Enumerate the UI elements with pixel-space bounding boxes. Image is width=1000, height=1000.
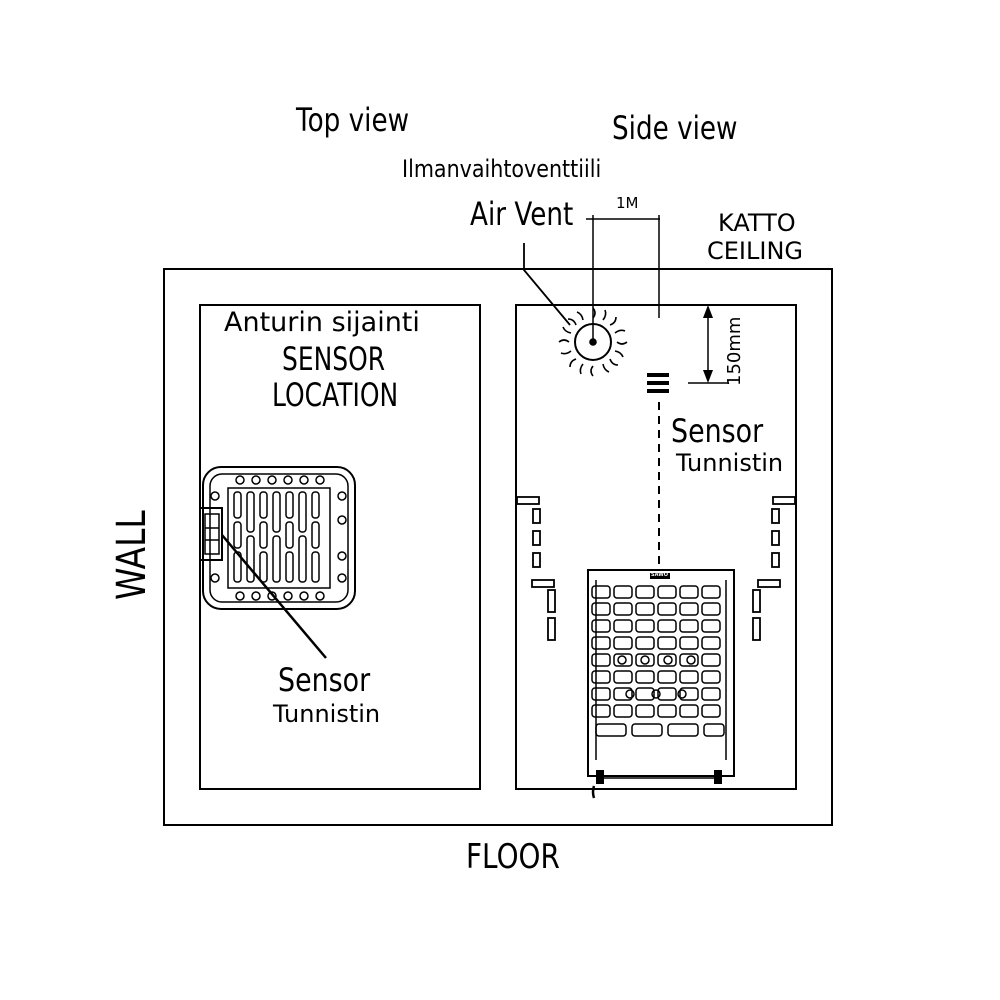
- sensor-location-en-label-1: SENSOR: [282, 340, 386, 378]
- air-vent-leader: [523, 243, 571, 326]
- air-vent-fi-label: Ilmanvaihtoventtiili: [402, 155, 602, 183]
- heater-top-view: [199, 466, 356, 610]
- dimension-1m-lines: [586, 215, 660, 342]
- sensor-top-en-label: Sensor: [278, 661, 371, 699]
- dimension-1m-label: 1M: [616, 194, 639, 212]
- heater-side-body: [587, 569, 735, 777]
- heater-side-view: [587, 569, 735, 799]
- air-vent-en-label: Air Vent: [470, 195, 574, 233]
- floor-label: FLOOR: [466, 837, 560, 877]
- top-view-title: Top view: [296, 101, 410, 139]
- sensor-location-en-label-2: LOCATION: [272, 376, 399, 414]
- heater-brand-label: SAWO: [651, 572, 669, 578]
- wall-brackets: [516, 496, 796, 641]
- sensor-location-fi-label: Anturin sijainti: [224, 307, 420, 338]
- dimension-150mm-label: 150mm: [724, 316, 745, 386]
- arrow-up: [703, 305, 713, 318]
- sensor-side-en-label: Sensor: [671, 412, 764, 450]
- sensor-side-fi-label: Tunnistin: [676, 449, 784, 477]
- wall-label: WALL: [109, 510, 155, 600]
- heater-brand-plate: [650, 573, 670, 579]
- sensor-top-fi-label: Tunnistin: [273, 700, 381, 728]
- room-outline: [163, 268, 833, 826]
- ceiling-fi-label: KATTO: [718, 209, 796, 237]
- air-vent-icon: [558, 307, 628, 377]
- heater-top-body: [202, 466, 356, 610]
- side-view-title: Side view: [612, 109, 738, 147]
- sensor-side-icon: [647, 373, 669, 393]
- side-view-panel: [515, 304, 797, 790]
- sensor-top-leader: [221, 534, 327, 659]
- arrow-down: [703, 370, 713, 383]
- sensor-top-box: [199, 507, 223, 561]
- ceiling-en-label: CEILING: [707, 237, 803, 265]
